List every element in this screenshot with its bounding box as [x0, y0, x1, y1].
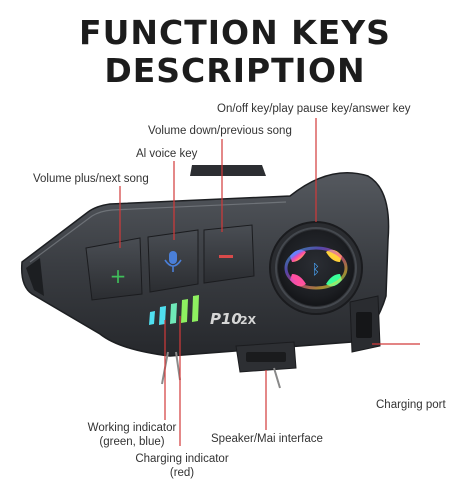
label-charging-line1: Charging indicator [135, 453, 229, 465]
label-volume-down: Volume down/previous song [148, 125, 292, 137]
connector-slot [246, 352, 286, 362]
mount-clip-right [175, 351, 181, 381]
label-speaker-mic: Speaker/Mai interface [211, 433, 323, 445]
plus-icon: + [110, 264, 127, 288]
label-working-indicator: Working indicator (green, blue) [82, 421, 182, 449]
body-edge [26, 258, 44, 296]
label-working-line2: (green, blue) [99, 436, 165, 448]
body-ridge [29, 201, 287, 263]
model-label: 2X [240, 314, 257, 327]
microphone-icon [164, 251, 182, 272]
volume-plus-key[interactable]: + [85, 237, 143, 301]
label-working-line1: Working indicator [87, 422, 177, 434]
label-volume-plus: Volume plus/next song [33, 173, 149, 185]
charging-port [356, 312, 372, 338]
bluetooth-icon: ᛒ [312, 262, 320, 278]
minus-icon [219, 255, 233, 258]
connector-clip [273, 367, 281, 389]
callout-lines [119, 118, 420, 446]
rgb-light-ring [284, 246, 348, 290]
label-charging-port: Charging port [376, 399, 446, 411]
label-onoff-key: On/off key/play pause key/answer key [217, 103, 411, 115]
page-title-line-2: DESCRIPTION [104, 51, 366, 90]
onoff-play-answer-key[interactable]: ᛒ [269, 221, 363, 315]
label-charging-line2: (red) [169, 467, 195, 479]
working-indicator-leds [149, 295, 199, 325]
brand-logo: P10 [210, 310, 242, 328]
top-mount-tab [190, 165, 266, 176]
volume-down-key[interactable] [203, 224, 255, 284]
page-title-line-1: FUNCTION KEYS [79, 13, 391, 52]
ai-voice-key[interactable] [147, 229, 199, 293]
label-charging-indicator: Charging indicator (red) [126, 452, 238, 480]
label-ai-voice: Al voice key [136, 148, 198, 160]
